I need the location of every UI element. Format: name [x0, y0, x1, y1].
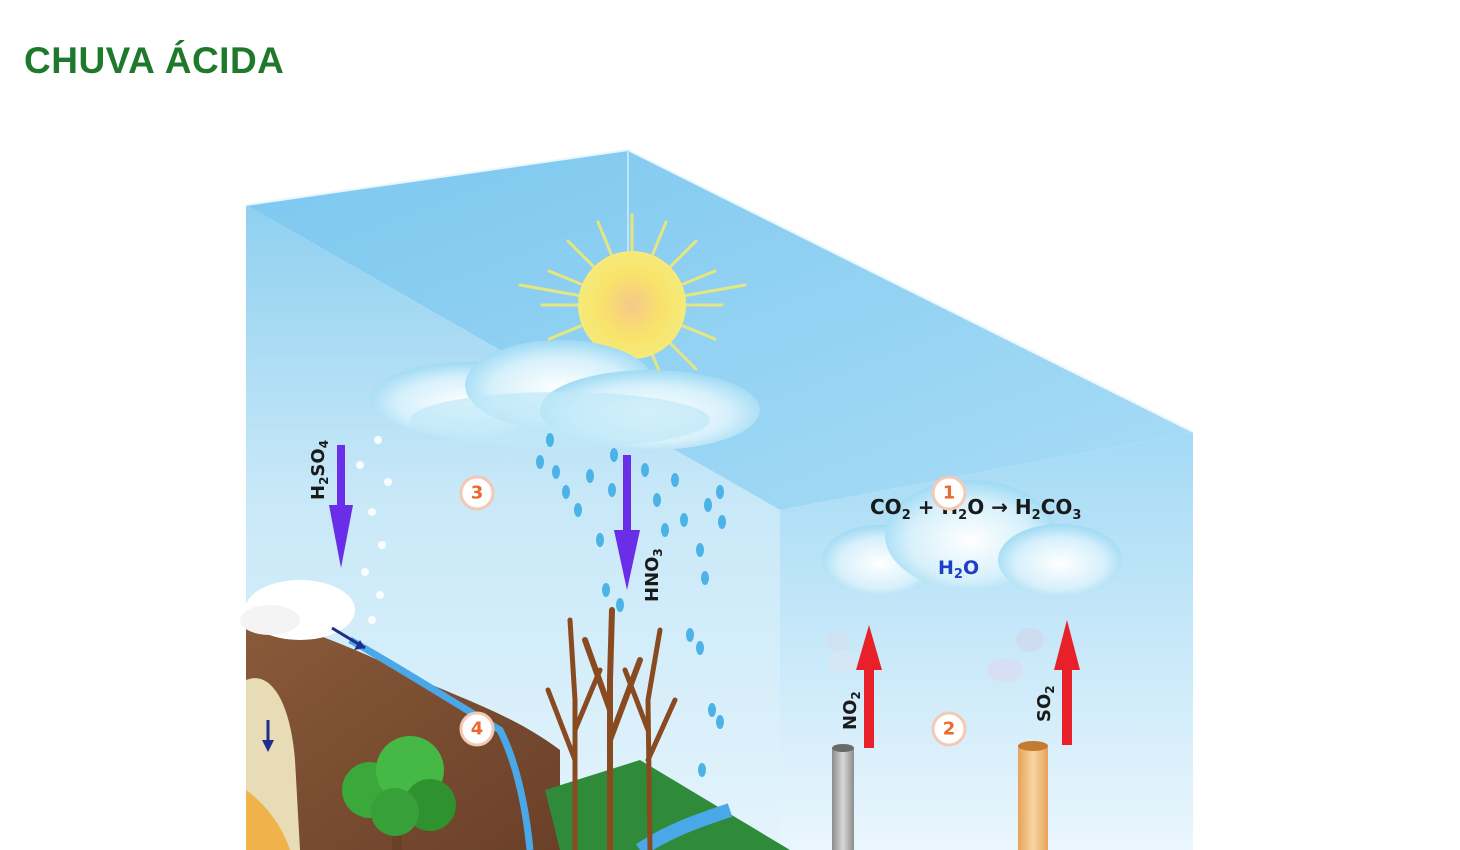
label-h2o: H2O — [938, 557, 979, 582]
svg-text:4: 4 — [471, 719, 484, 740]
smokestack-no2 — [826, 630, 856, 850]
green-tree — [342, 736, 456, 850]
page-title: CHUVA ÁCIDA — [24, 40, 285, 81]
label-so2: SO2 — [1034, 685, 1057, 722]
flow-arrow-head — [354, 640, 365, 650]
groundwater-arrow-head — [262, 740, 274, 752]
no2-arrow — [856, 625, 882, 748]
hotspot-4[interactable]: 4 — [459, 711, 495, 747]
hotspot-3[interactable]: 3 — [459, 475, 495, 511]
sun — [518, 213, 747, 397]
so2-arrow — [1054, 620, 1080, 745]
hotspot-1[interactable]: 1 — [931, 475, 967, 511]
label-no2: NO2 — [840, 691, 863, 730]
sky-top-face — [246, 150, 1193, 510]
svg-text:1: 1 — [943, 483, 956, 504]
raindrops — [536, 433, 726, 777]
hotspot-2[interactable]: 2 — [931, 711, 967, 747]
ground — [545, 760, 790, 850]
hno3-arrow — [614, 455, 640, 590]
mountain — [240, 580, 560, 850]
equation: CO2 + H2O → H2CO3 — [870, 495, 1081, 523]
dead-trees — [545, 607, 678, 850]
h2so4-arrow — [329, 445, 353, 568]
svg-text:2: 2 — [943, 719, 956, 740]
label-hno3: HNO3 — [642, 548, 665, 602]
label-h2so4: H2SO4 — [308, 440, 331, 500]
smokestack-so2 — [987, 628, 1048, 850]
rain-cloud — [370, 340, 760, 450]
svg-text:3: 3 — [471, 483, 484, 504]
snowflakes — [356, 436, 392, 624]
water-cloud — [822, 480, 1122, 596]
